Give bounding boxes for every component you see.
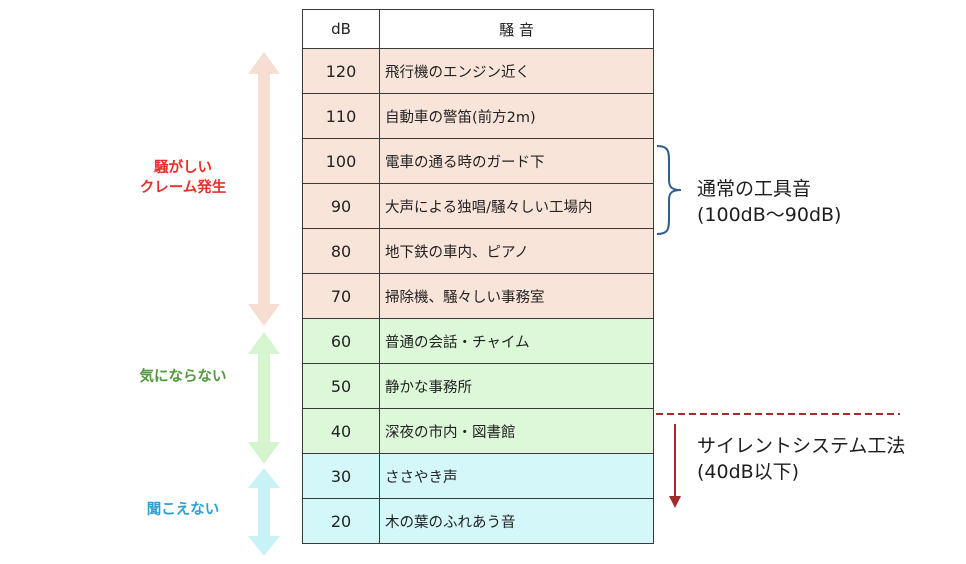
- noise-description-cell: 普通の会話・チャイム: [379, 318, 654, 364]
- noise-description-cell: 静かな事務所: [379, 363, 654, 409]
- noisy-zone-label: 騒がしい クレーム発生: [118, 158, 248, 198]
- inaudible-zone-label: 聞こえない: [146, 502, 220, 518]
- db-value-cell: 70: [302, 273, 380, 319]
- silent-system-label-line2: (40dB以下): [697, 461, 800, 483]
- noise-description-cell: 深夜の市内・図書館: [379, 408, 654, 454]
- noise-description-cell: 木の葉のふれあう音: [379, 498, 654, 544]
- noisy-zone-label-line1: 騒がしい: [154, 160, 212, 176]
- noise-description-cell: 電車の通る時のガード下: [379, 138, 654, 184]
- silent-system-label: サイレントシステム工法 (40dB以下): [697, 433, 905, 485]
- db-value-cell: 100: [302, 138, 380, 184]
- table-header-row: dB 騒 音: [302, 9, 654, 49]
- unnoticed-range-arrow: [248, 332, 280, 464]
- db-value-cell: 20: [302, 498, 380, 544]
- noise-description-cell: 自動車の警笛(前方2m): [379, 93, 654, 139]
- noise-description-cell: 地下鉄の車内、ピアノ: [379, 228, 654, 274]
- noise-description-cell: 掃除機、騒々しい事務室: [379, 273, 654, 319]
- db-value-cell: 120: [302, 48, 380, 94]
- db-value-cell: 90: [302, 183, 380, 229]
- silent-system-threshold-line: [656, 413, 900, 508]
- db-column-header: dB: [302, 9, 380, 49]
- db-value-cell: 40: [302, 408, 380, 454]
- tool-noise-brace: [656, 145, 682, 235]
- noise-description-cell: ささやき声: [379, 453, 654, 499]
- db-value-cell: 80: [302, 228, 380, 274]
- tool-noise-label-line1: 通常の工具音: [697, 178, 812, 200]
- noisy-range-arrow: [248, 52, 280, 326]
- db-value-cell: 60: [302, 318, 380, 364]
- tool-noise-label-line2: (100dB〜90dB): [697, 204, 842, 226]
- tool-noise-label: 通常の工具音 (100dB〜90dB): [697, 176, 841, 228]
- unnoticed-zone-label: 気にならない: [139, 369, 227, 385]
- noise-column-header: 騒 音: [379, 9, 654, 49]
- inaudible-range-arrow: [248, 468, 280, 556]
- silent-system-label-line1: サイレントシステム工法: [697, 435, 906, 457]
- db-value-cell: 30: [302, 453, 380, 499]
- noise-description-cell: 飛行機のエンジン近く: [379, 48, 654, 94]
- noise-description-cell: 大声による独唱/騒々しい工場内: [379, 183, 654, 229]
- noisy-zone-label-line2: クレーム発生: [139, 180, 227, 196]
- db-value-cell: 110: [302, 93, 380, 139]
- db-value-cell: 50: [302, 363, 380, 409]
